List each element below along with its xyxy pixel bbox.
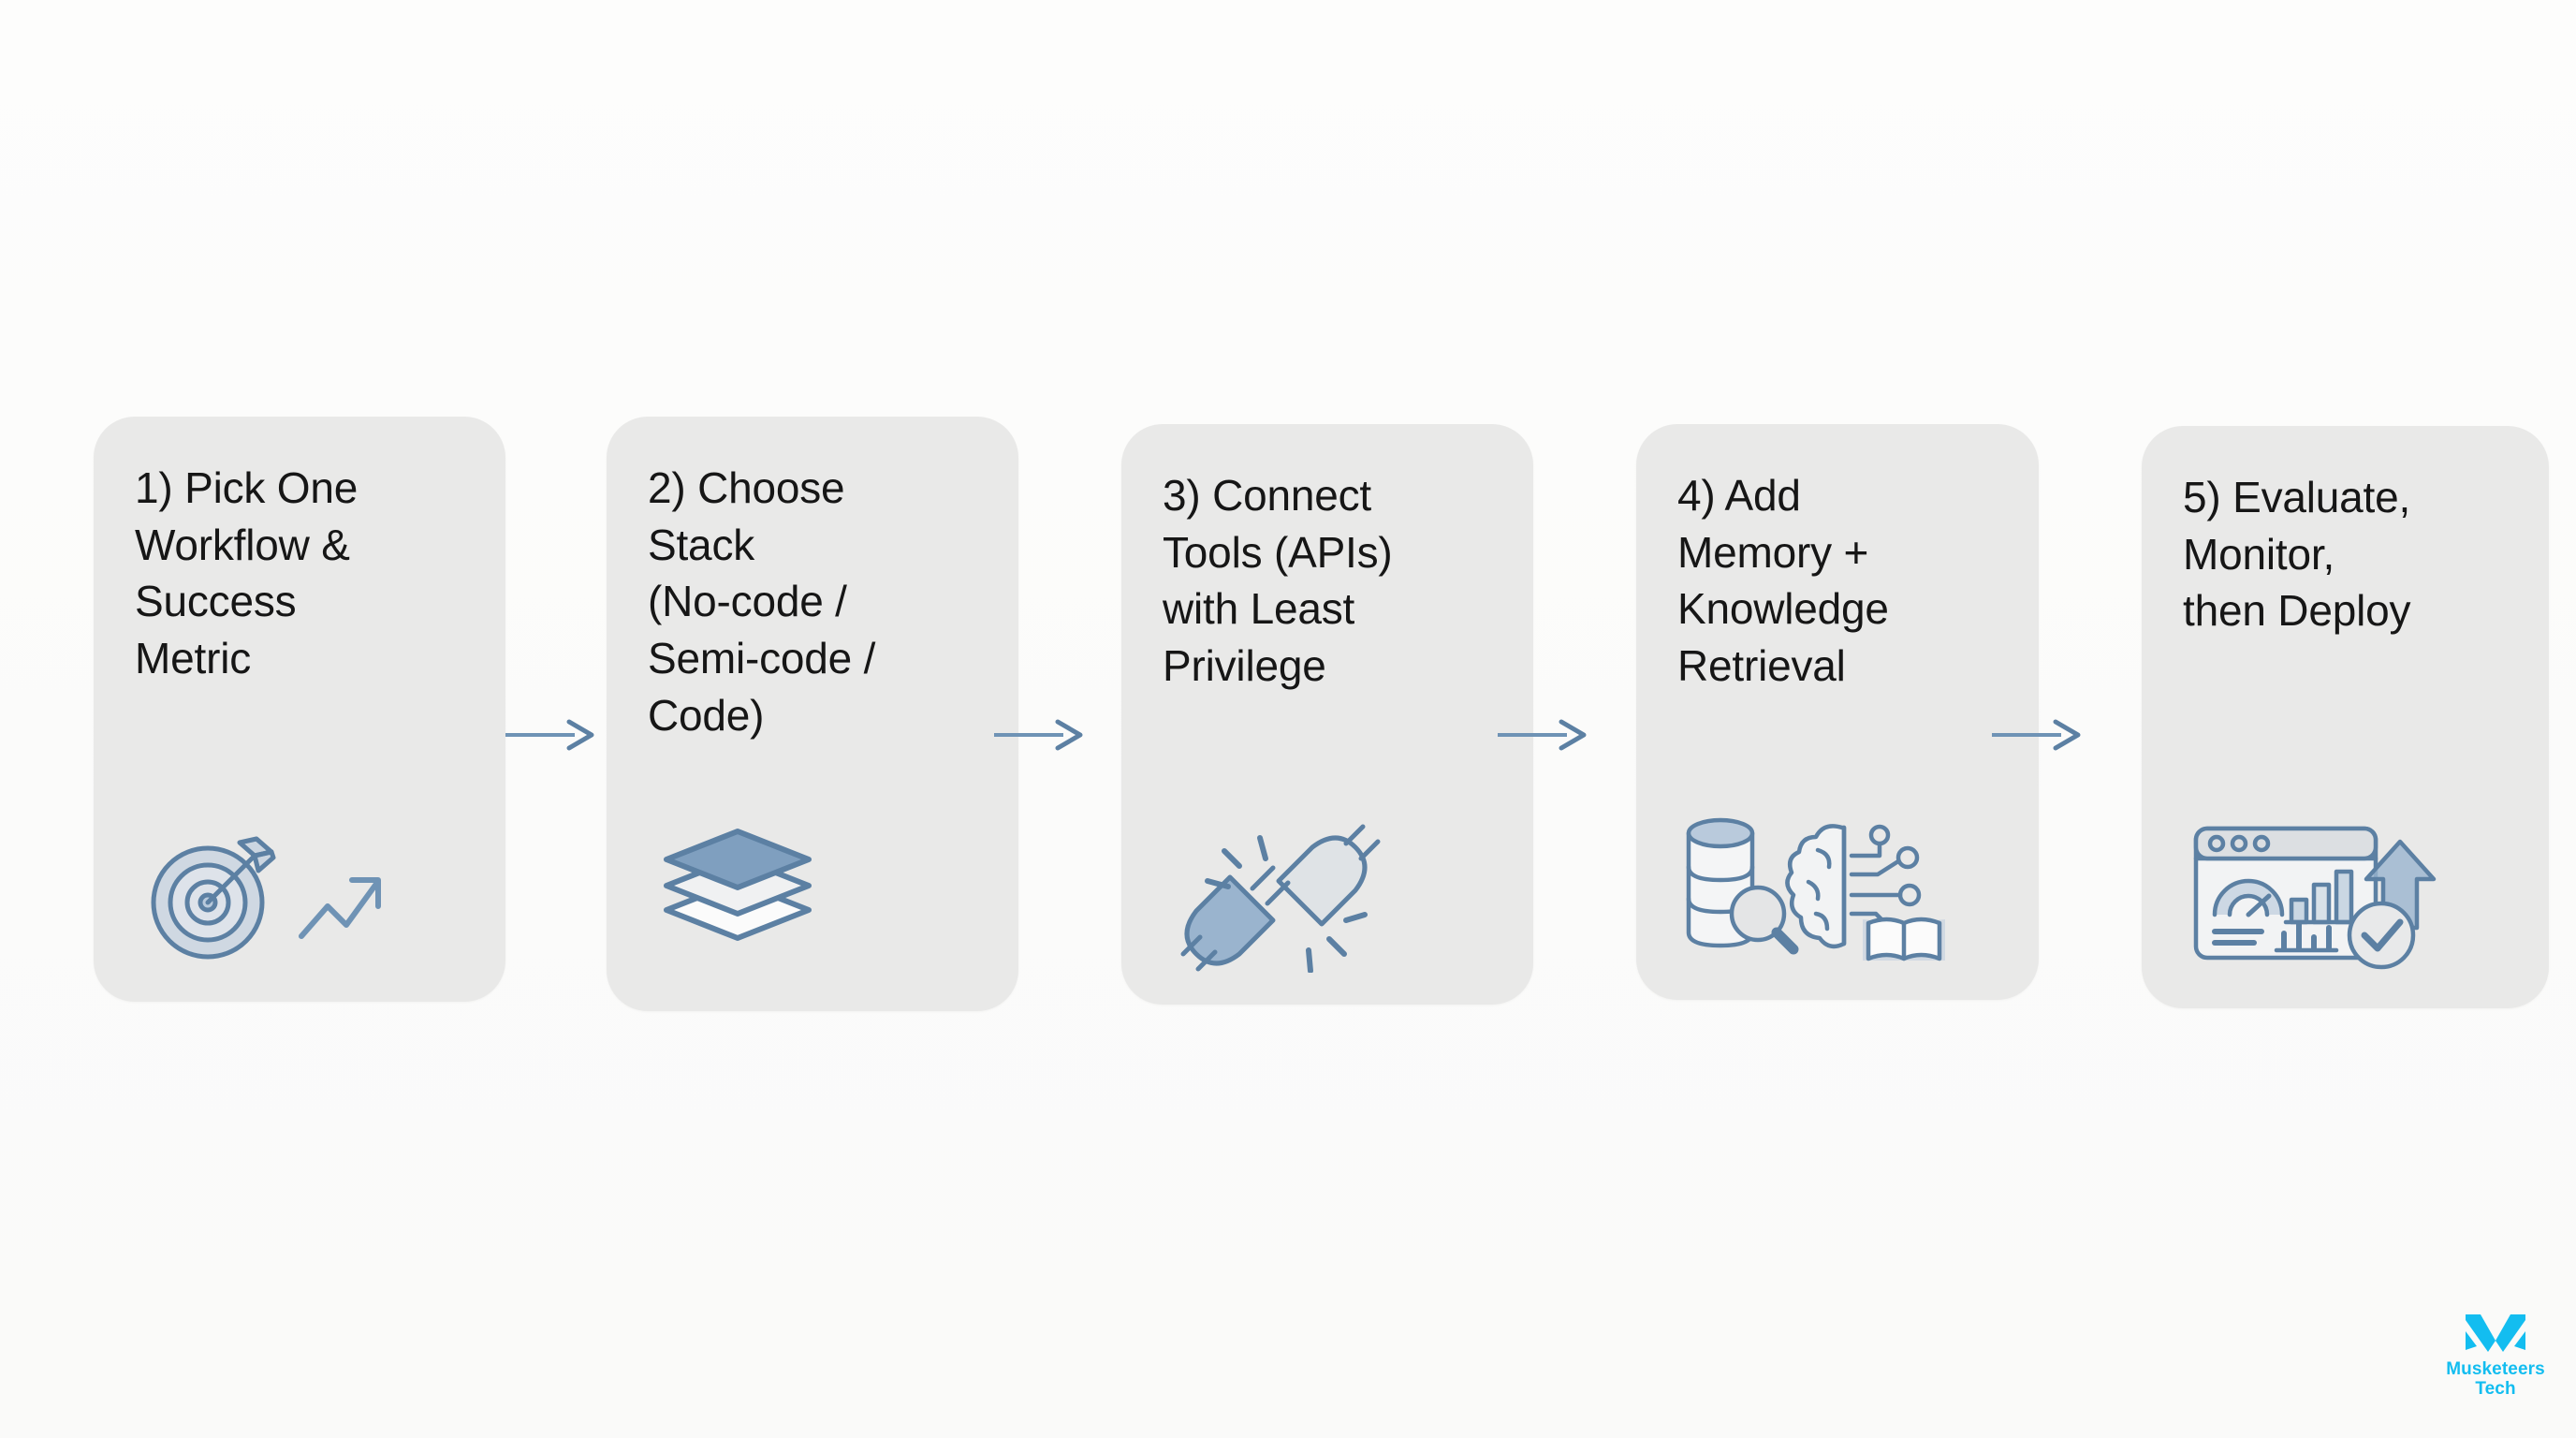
- step-5-title: 5) Evaluate, Monitor, then Deploy: [2183, 473, 2411, 636]
- step-4-title: 4) Add Memory + Knowledge Retrieval: [1677, 471, 1889, 691]
- dashboard-analytics-check-icon: [2183, 817, 2454, 976]
- brand-logo: Musketeers Tech: [2430, 1313, 2561, 1410]
- process-flow-row: 1) Pick One Workflow & Success Metric: [94, 417, 2549, 1016]
- step-3-title: 3) Connect Tools (APIs) with Least Privi…: [1163, 471, 1393, 691]
- arrow-right-icon-1: [505, 716, 595, 754]
- brand-name-line2: Tech: [2475, 1378, 2516, 1399]
- musketeers-m-logo-icon: [2466, 1314, 2525, 1352]
- layers-stack-icon: [648, 820, 919, 979]
- arrow-right-icon-3: [1498, 716, 1588, 754]
- process-step-card-1[interactable]: 1) Pick One Workflow & Success Metric: [94, 417, 505, 1002]
- arrow-right-icon-4: [1992, 716, 2082, 754]
- target-trend-icon: [135, 811, 406, 970]
- process-step-card-3[interactable]: 3) Connect Tools (APIs) with Least Privi…: [1121, 424, 1533, 1005]
- step-2-title: 2) Choose Stack (No-code / Semi-code / C…: [648, 463, 876, 740]
- brand-name-line1: Musketeers: [2446, 1359, 2545, 1379]
- arrow-right-icon-2: [994, 716, 1084, 754]
- database-brain-book-icon: [1677, 809, 1949, 968]
- plug-connect-icon: [1163, 814, 1434, 973]
- step-1-title: 1) Pick One Workflow & Success Metric: [135, 463, 359, 683]
- process-step-card-4[interactable]: 4) Add Memory + Knowledge Retrieval: [1636, 424, 2039, 1000]
- process-step-card-5[interactable]: 5) Evaluate, Monitor, then Deploy: [2142, 426, 2549, 1008]
- process-step-card-2[interactable]: 2) Choose Stack (No-code / Semi-code / C…: [607, 417, 1018, 1011]
